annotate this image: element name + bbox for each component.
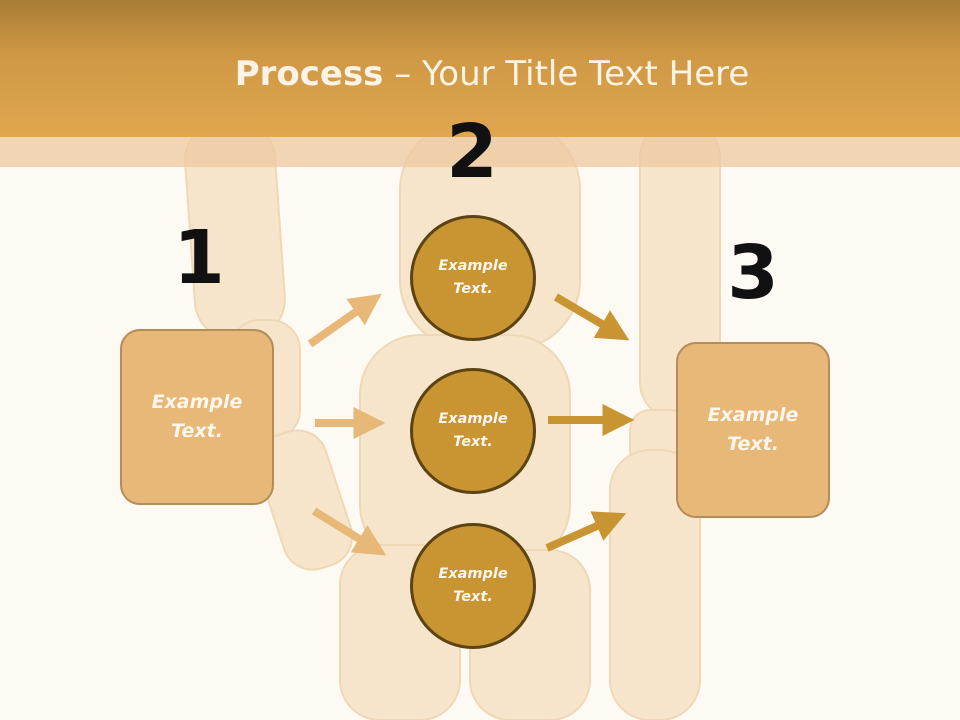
arrow-circle-bottom-to-3 — [545, 511, 627, 552]
title-bar-band — [0, 137, 960, 167]
arrow-1-to-circle-bottom — [311, 507, 387, 556]
title-bold-text: Process — [234, 54, 384, 94]
circle-top-text: Example Text. — [438, 258, 508, 297]
step-number-1: 1 — [173, 215, 225, 301]
step-1-text: Example Text. — [151, 391, 243, 442]
arrow-circle-top-to-3 — [553, 293, 630, 341]
circle-middle-text: Example Text. — [438, 411, 508, 450]
arrow-1-to-circle-top — [307, 293, 382, 348]
title-bar — [0, 0, 960, 137]
circle-bottom: Example Text. — [410, 523, 536, 649]
step-3-text: Example Text. — [707, 404, 799, 455]
step-1-box: Example Text. — [120, 329, 274, 505]
step-number-2: 2 — [446, 109, 498, 195]
circle-top: Example Text. — [410, 215, 536, 341]
step-number-3: 3 — [727, 230, 779, 316]
title-rest-text: – Your Title Text Here — [383, 54, 750, 94]
step-3-box: Example Text. — [676, 342, 830, 518]
circle-bottom-text: Example Text. — [438, 566, 508, 605]
circle-middle: Example Text. — [410, 368, 536, 494]
slide-title: Process – Your Title Text Here — [0, 52, 960, 96]
